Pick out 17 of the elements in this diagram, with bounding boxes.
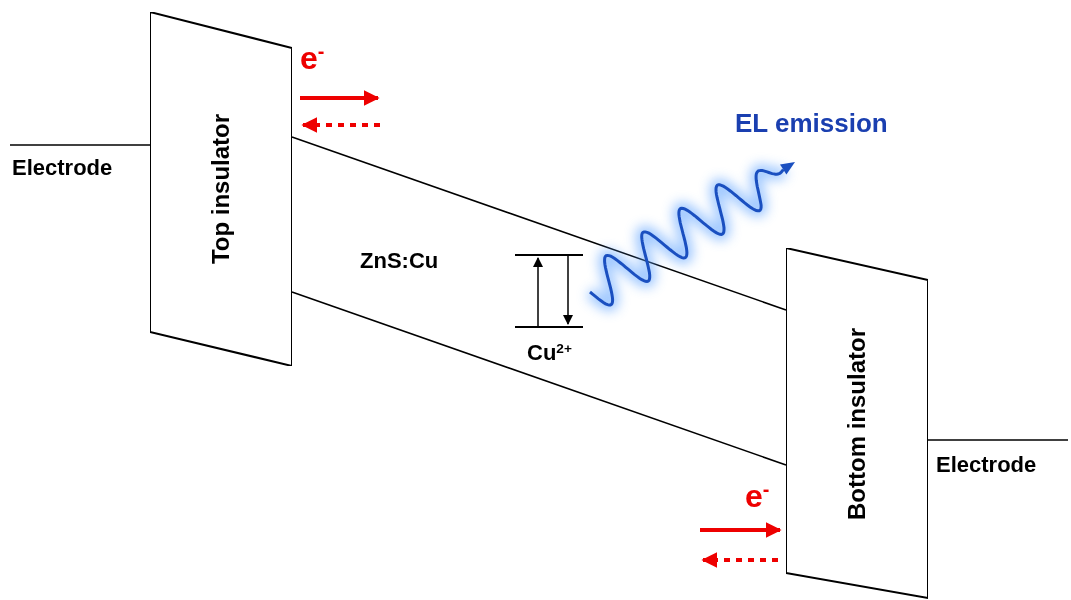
electron-arrow xyxy=(701,552,778,568)
emission-label: EL emission xyxy=(735,108,888,139)
insulator-layer xyxy=(150,12,292,366)
layer-label: Top insulator xyxy=(207,113,235,265)
electron-label: e$^{-}$ xyxy=(745,478,770,515)
transition-arrow xyxy=(562,255,574,326)
level-label: ZnS:Cu xyxy=(360,248,439,274)
level-label: Cu$^{2+}$ xyxy=(527,340,572,366)
electron-arrow xyxy=(300,90,380,106)
electron-arrow xyxy=(301,117,380,133)
layer-label: Bottom insulator xyxy=(843,328,871,520)
electrode-label: Electrode xyxy=(12,155,113,181)
electrode-label: Electrode xyxy=(936,452,1037,478)
transition-arrow xyxy=(532,256,544,327)
insulator-layer xyxy=(786,248,928,600)
electron-arrow xyxy=(700,522,782,538)
electron-label: e$^{-}$ xyxy=(300,40,325,77)
